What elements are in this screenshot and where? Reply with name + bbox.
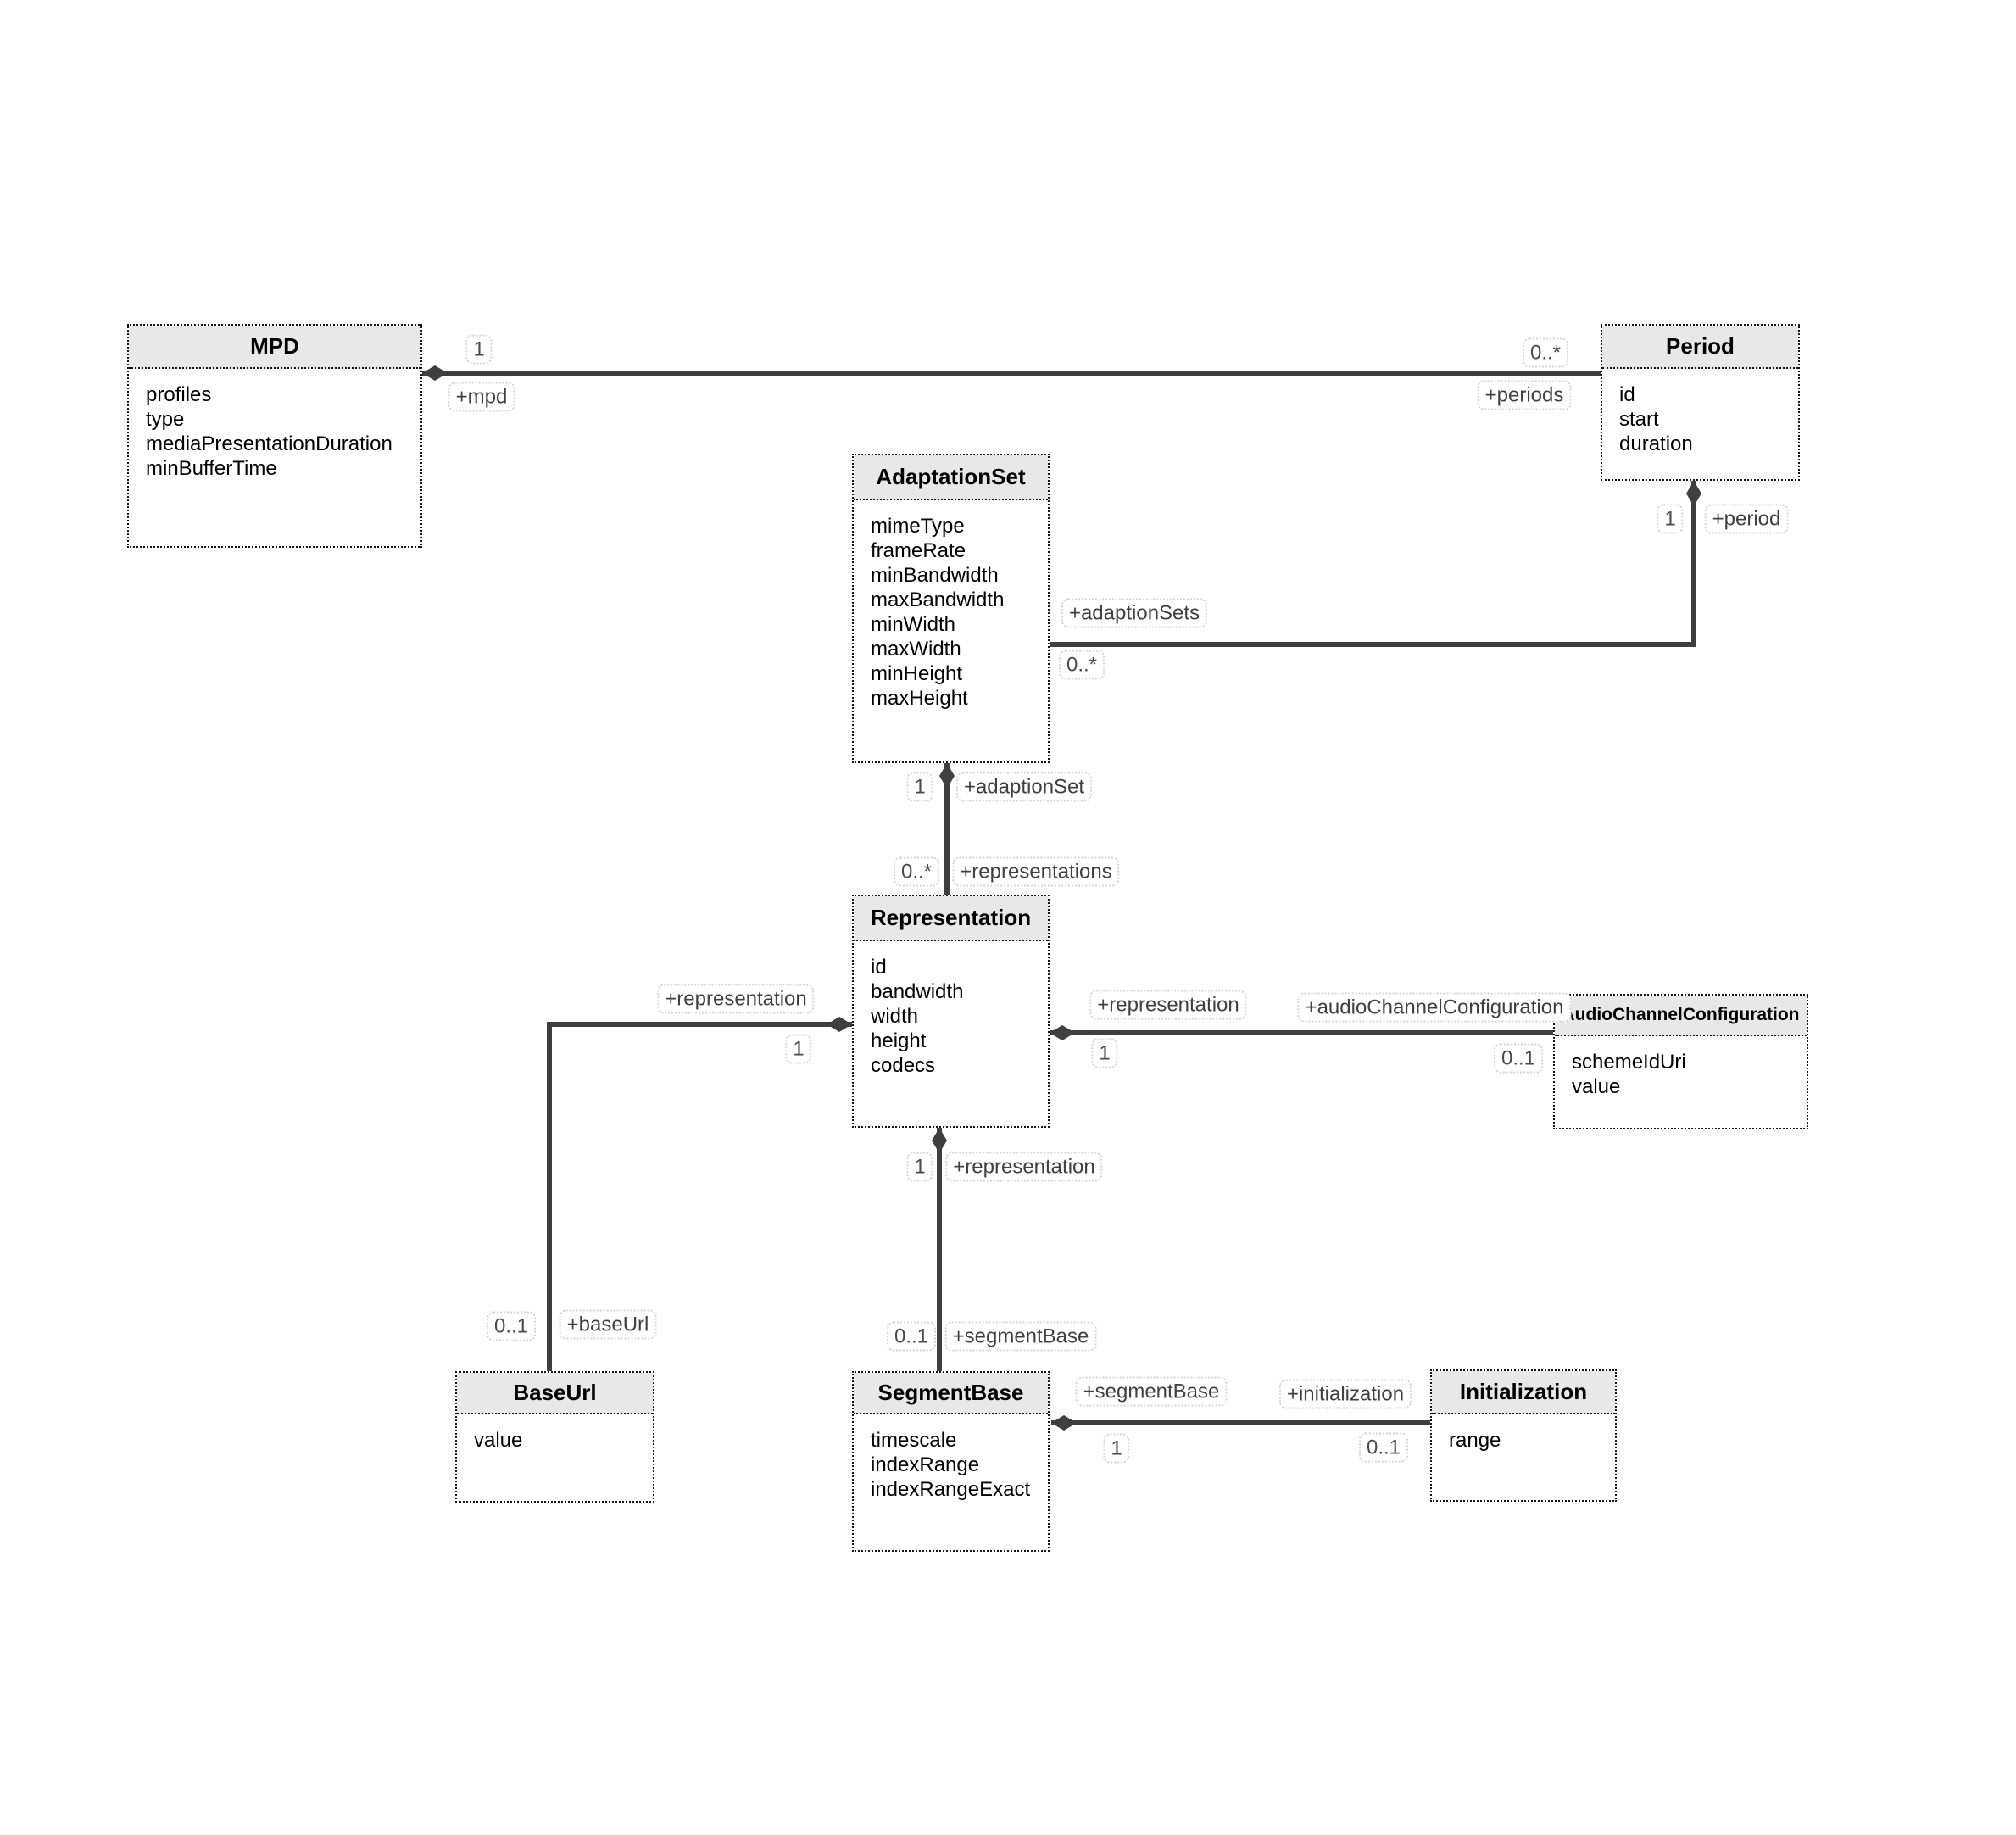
class-attribute: duration xyxy=(1619,432,1693,455)
role-label-representation-segmentbase: +representation xyxy=(945,1152,1103,1182)
multiplicity-label-segmentbase-initialization: 0..1 xyxy=(1358,1432,1409,1463)
class-attribute-list: range xyxy=(1432,1414,1615,1453)
composition-diamond-icon-period-adaptionsets xyxy=(1686,481,1701,506)
role-label-segmentbase-initialization: +initialization xyxy=(1278,1379,1412,1409)
class-attribute: minHeight xyxy=(871,662,963,685)
class-header: SegmentBase xyxy=(854,1373,1048,1414)
class-title: Representation xyxy=(870,905,1032,930)
role-label-representation-audiochannelconfiguration: +representation xyxy=(1089,990,1247,1020)
composition-diamond-icon-mpd-periods xyxy=(422,365,448,381)
role-label-mpd-periods: +periods xyxy=(1477,380,1572,410)
role-label-representation-baseurl: +baseUrl xyxy=(559,1309,657,1340)
class-attribute-list: value xyxy=(457,1414,653,1453)
role-label-period-adaptionsets: +adaptionSets xyxy=(1061,598,1208,628)
class-attribute: frameRate xyxy=(871,539,966,562)
class-attribute: maxHeight xyxy=(871,687,968,710)
class-box-baseurl: BaseUrl value xyxy=(455,1371,654,1503)
multiplicity-label-representation-segmentbase: 0..1 xyxy=(886,1321,937,1352)
class-box-initialization: Initialization range xyxy=(1430,1369,1617,1502)
class-attribute: start xyxy=(1619,408,1659,431)
composition-diamond-icon-representation-baseurl xyxy=(827,1017,852,1032)
class-attribute: type xyxy=(146,408,185,431)
class-header: AdaptationSet xyxy=(854,455,1048,500)
class-header: Initialization xyxy=(1432,1371,1615,1414)
class-attribute: value xyxy=(474,1429,523,1452)
class-title: Period xyxy=(1666,333,1735,359)
class-attribute: schemeIdUri xyxy=(1572,1051,1686,1074)
role-label-segmentbase-initialization: +segmentBase xyxy=(1075,1376,1228,1407)
class-attribute: minBufferTime xyxy=(146,457,277,480)
class-attribute: height xyxy=(871,1029,927,1052)
role-label-adaptionset-representations: +adaptionSet xyxy=(955,772,1093,802)
class-attribute: mediaPresentationDuration xyxy=(146,432,393,455)
role-label-mpd-periods: +mpd xyxy=(448,382,515,412)
class-header: Period xyxy=(1602,326,1798,369)
multiplicity-label-representation-baseurl: 1 xyxy=(785,1034,812,1064)
class-title: MPD xyxy=(250,333,299,359)
class-header: MPD xyxy=(129,326,420,369)
class-attribute: minWidth xyxy=(871,613,956,636)
multiplicity-label-representation-baseurl: 0..1 xyxy=(486,1311,537,1341)
role-label-representation-baseurl: +representation xyxy=(657,984,815,1014)
class-attribute: indexRangeExact xyxy=(871,1478,1031,1501)
multiplicity-label-adaptionset-representations: 0..* xyxy=(893,856,940,887)
multiplicity-label-representation-audiochannelconfiguration: 0..1 xyxy=(1493,1043,1544,1074)
class-attribute: codecs xyxy=(871,1054,936,1077)
composition-diamond-icon-representation-audiochannelconfiguration xyxy=(1050,1025,1075,1040)
multiplicity-label-adaptionset-representations: 1 xyxy=(906,772,933,802)
class-title: AdaptationSet xyxy=(876,464,1026,489)
role-label-representation-segmentbase: +segmentBase xyxy=(944,1321,1097,1352)
class-attribute: value xyxy=(1572,1075,1621,1098)
composition-diamond-icon-adaptionset-representations xyxy=(939,763,955,789)
class-attribute: maxWidth xyxy=(871,638,961,661)
class-attribute: id xyxy=(871,956,887,979)
multiplicity-label-segmentbase-initialization: 1 xyxy=(1103,1433,1130,1464)
class-title: SegmentBase xyxy=(877,1380,1024,1405)
multiplicity-label-representation-audiochannelconfiguration: 1 xyxy=(1091,1038,1118,1068)
class-attribute: profiles xyxy=(146,383,212,406)
role-label-period-adaptionsets: +period xyxy=(1704,504,1789,534)
class-title: AudioChannelConfiguration xyxy=(1562,1005,1800,1024)
class-attribute: id xyxy=(1619,383,1635,406)
class-title: Initialization xyxy=(1459,1379,1588,1404)
role-label-representation-audiochannelconfiguration: +audioChannelConfiguration xyxy=(1297,992,1572,1023)
association-line-period-adaptionsets xyxy=(1050,481,1696,647)
class-attribute: indexRange xyxy=(871,1453,980,1476)
class-attribute: minBandwidth xyxy=(871,564,999,587)
class-title: BaseUrl xyxy=(513,1380,597,1405)
class-attribute: range xyxy=(1449,1429,1501,1452)
class-attribute: maxBandwidth xyxy=(871,588,1005,611)
multiplicity-label-period-adaptionsets: 1 xyxy=(1657,504,1684,534)
multiplicity-label-mpd-periods: 1 xyxy=(465,334,493,365)
multiplicity-label-period-adaptionsets: 0..* xyxy=(1058,650,1105,680)
class-header: BaseUrl xyxy=(457,1373,653,1414)
multiplicity-label-representation-segmentbase: 1 xyxy=(906,1152,933,1182)
composition-diamond-icon-segmentbase-initialization xyxy=(1051,1415,1077,1431)
class-attribute: width xyxy=(871,1005,919,1028)
multiplicity-label-mpd-periods: 0..* xyxy=(1522,337,1569,368)
class-attribute: bandwidth xyxy=(871,980,964,1003)
role-label-adaptionset-representations: +representations xyxy=(952,856,1120,887)
class-header: Representation xyxy=(854,896,1048,941)
class-attribute: mimeType xyxy=(871,515,965,538)
class-header: AudioChannelConfiguration xyxy=(1555,996,1807,1036)
composition-diamond-icon-representation-segmentbase xyxy=(932,1128,947,1153)
association-line-representation-baseurl xyxy=(547,1022,852,1371)
class-attribute: timescale xyxy=(871,1429,957,1452)
